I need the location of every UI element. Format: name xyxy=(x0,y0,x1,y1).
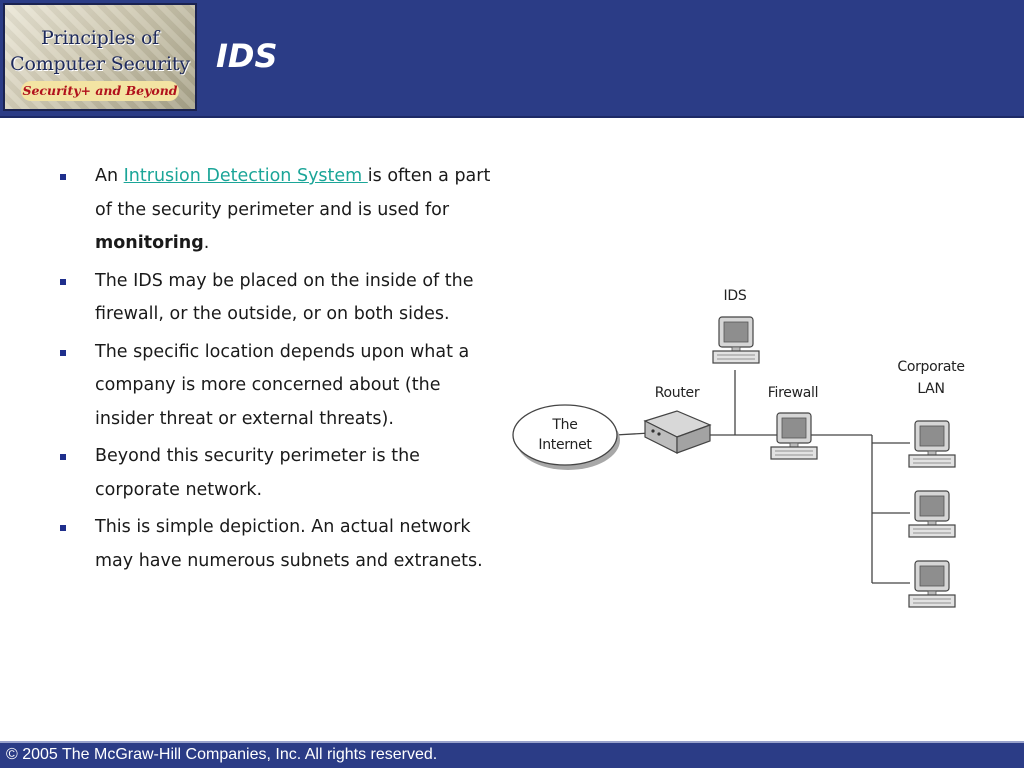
bullet-1-pre: An xyxy=(95,166,124,186)
bullet-2-text: The IDS may be placed on the inside of t… xyxy=(95,270,474,325)
ids-definition-link[interactable]: Intrusion Detection System xyxy=(123,166,368,186)
internet-label-1: The xyxy=(551,417,577,433)
internet-label-2: Internet xyxy=(538,437,592,453)
internet-router-link xyxy=(614,432,651,436)
bullet-item-5: This is simple depiction. An actual netw… xyxy=(58,511,498,578)
bullet-square-icon xyxy=(60,349,66,356)
bullet-item-1: An Intrusion Detection System is often a… xyxy=(58,160,498,261)
internet-cloud-icon xyxy=(512,404,618,466)
bullet-item-4: Beyond this security perimeter is the co… xyxy=(58,440,498,507)
bullet-square-icon xyxy=(60,278,66,285)
bullet-5-text: This is simple depiction. An actual netw… xyxy=(95,517,483,571)
ids-computer-icon xyxy=(712,316,760,364)
corporate-label-2: LAN xyxy=(917,381,944,397)
ids-label: IDS xyxy=(724,288,747,304)
bullet-4-text: Beyond this security perimeter is the co… xyxy=(95,446,420,500)
logo-line-2: Computer Security xyxy=(10,53,190,75)
lan-computer-icon-2 xyxy=(908,490,956,538)
firewall-label: Firewall xyxy=(768,385,818,401)
header-bar: Principles of Computer Security Security… xyxy=(0,0,1024,118)
copyright-text: © 2005 The McGraw-Hill Companies, Inc. A… xyxy=(6,746,438,763)
lan-computer-icon-1 xyxy=(908,420,956,468)
lan-computer-icon-3 xyxy=(908,560,956,608)
bullet-square-icon xyxy=(60,454,66,460)
bullet-square-icon xyxy=(60,174,66,180)
bullet-1-post: . xyxy=(203,233,210,253)
bullet-1-bold: monitoring xyxy=(95,233,204,253)
footer-bar: © 2005 The McGraw-Hill Companies, Inc. A… xyxy=(0,741,1024,768)
router-label: Router xyxy=(655,385,700,401)
logo-tagline: Security+ and Beyond xyxy=(21,81,179,101)
bullet-square-icon xyxy=(60,525,66,531)
bullet-item-3: The specific location depends upon what … xyxy=(58,336,498,437)
logo-line-1: Principles of xyxy=(40,27,160,49)
bullet-item-2: The IDS may be placed on the inside of t… xyxy=(58,265,498,332)
bullet-list: An Intrusion Detection System is often a… xyxy=(58,160,498,582)
bullet-1-mid: is often a part of the security perimete… xyxy=(95,166,491,220)
firewall-computer-icon xyxy=(770,412,818,460)
router-icon xyxy=(643,410,712,454)
book-logo: Principles of Computer Security Security… xyxy=(3,3,197,111)
slide-title: IDS xyxy=(216,37,278,75)
network-diagram: The Internet Router IDS Firewall Corpora… xyxy=(512,288,965,608)
bullet-3-text: The specific location depends upon what … xyxy=(95,341,470,429)
corporate-label-1: Corporate xyxy=(897,359,964,375)
